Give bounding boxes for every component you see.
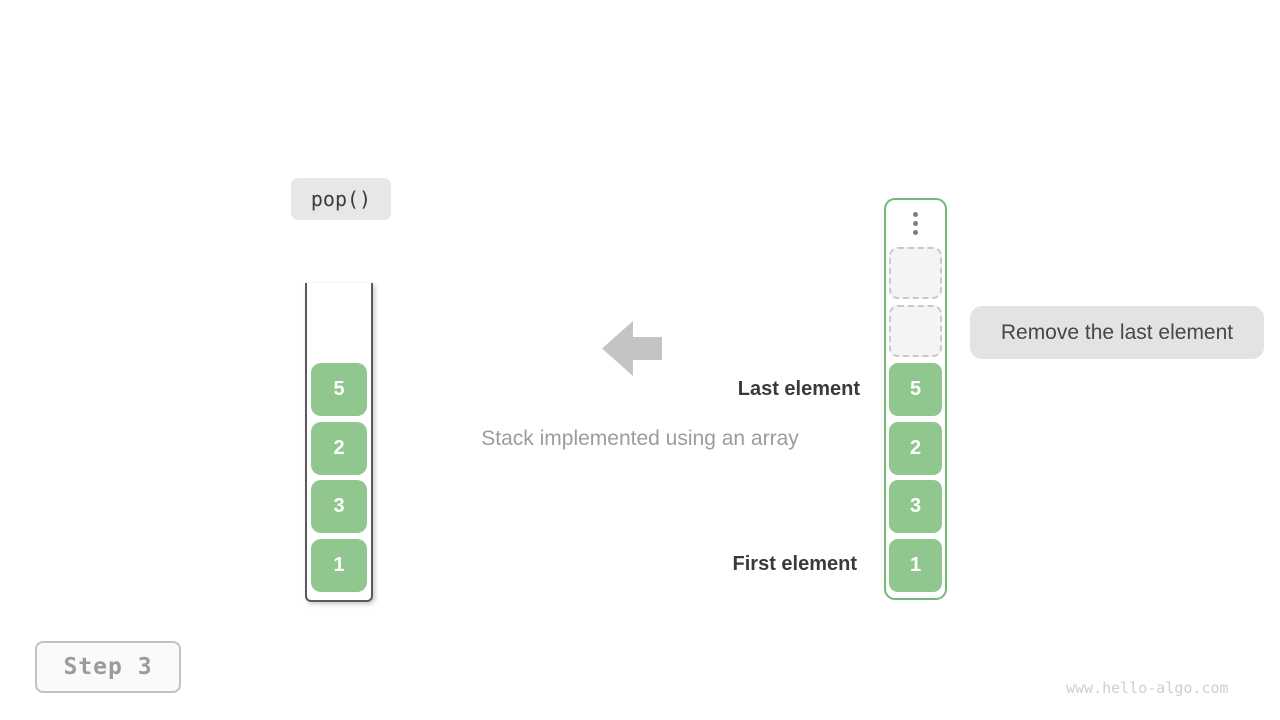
stack-cell: 2 [311,422,367,475]
array-empty-slot [889,247,942,299]
array-empty-slot [889,305,942,357]
array-container: 5 2 3 1 [884,198,947,600]
arrow-left-icon [602,321,662,376]
remove-annotation-label: Remove the last element [1000,320,1234,344]
array-cell: 5 [889,363,942,416]
stack-container: 5 2 3 1 [305,283,373,602]
array-cell: 1 [889,539,942,592]
pop-operation-label: pop() [310,187,372,211]
step-badge: Step 3 [35,641,181,693]
array-cell: 3 [889,480,942,533]
step-label: Step 3 [63,654,153,680]
stack-cell: 1 [311,539,367,592]
pop-operation-badge: pop() [291,178,391,220]
diagram-caption: Stack implemented using an array [481,427,799,450]
array-cell: 2 [889,422,942,475]
first-element-label: First element [732,553,857,575]
remove-annotation-badge: Remove the last element [970,306,1264,359]
last-element-label: Last element [737,378,860,400]
vertical-ellipsis-icon [913,212,918,239]
stack-cell: 5 [311,363,367,416]
stack-cell: 3 [311,480,367,533]
watermark: www.hello-algo.com [1066,679,1229,697]
